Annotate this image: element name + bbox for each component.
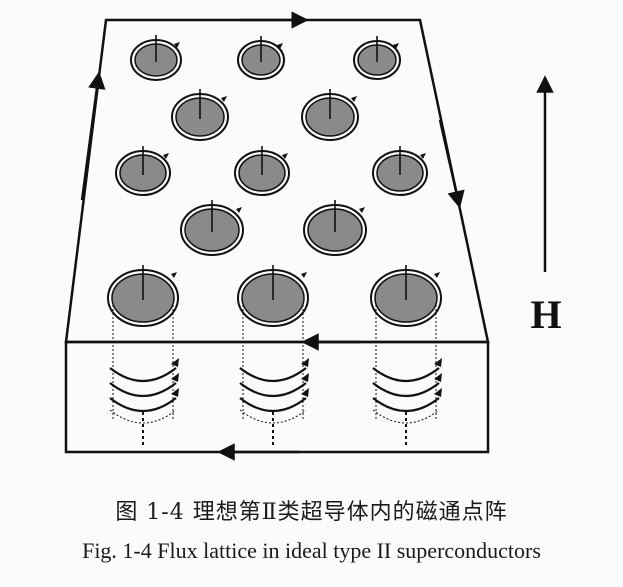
flux-vortex (130, 35, 182, 81)
vortex-column (109, 305, 179, 446)
surface-current-arrow (438, 119, 465, 209)
flux-vortex (301, 89, 359, 141)
flux-vortex (372, 146, 428, 196)
flux-vortex (171, 89, 229, 141)
flux-lattice-diagram: H (64, 11, 562, 461)
field-label: H (530, 292, 561, 337)
flux-vortex (107, 265, 179, 327)
flux-vortex (303, 200, 367, 256)
surface-current-arrow (80, 71, 106, 201)
flux-vortex (353, 36, 401, 80)
caption-english: Fig. 1-4 Flux lattice in ideal type II s… (82, 538, 541, 563)
flux-vortex (237, 265, 309, 327)
flux-vortex (180, 200, 244, 256)
vortex-column-group (109, 305, 442, 446)
flux-vortex (237, 36, 285, 80)
vortex-column (372, 305, 442, 446)
vortex-group (107, 35, 442, 327)
flux-vortex (115, 146, 171, 196)
slab-front-face (64, 340, 490, 454)
caption-chinese: 图 1-4 理想第Ⅱ类超导体内的磁通点阵 (115, 500, 508, 525)
flux-vortex (234, 146, 290, 196)
vortex-column (239, 305, 309, 446)
flux-vortex (370, 265, 442, 327)
